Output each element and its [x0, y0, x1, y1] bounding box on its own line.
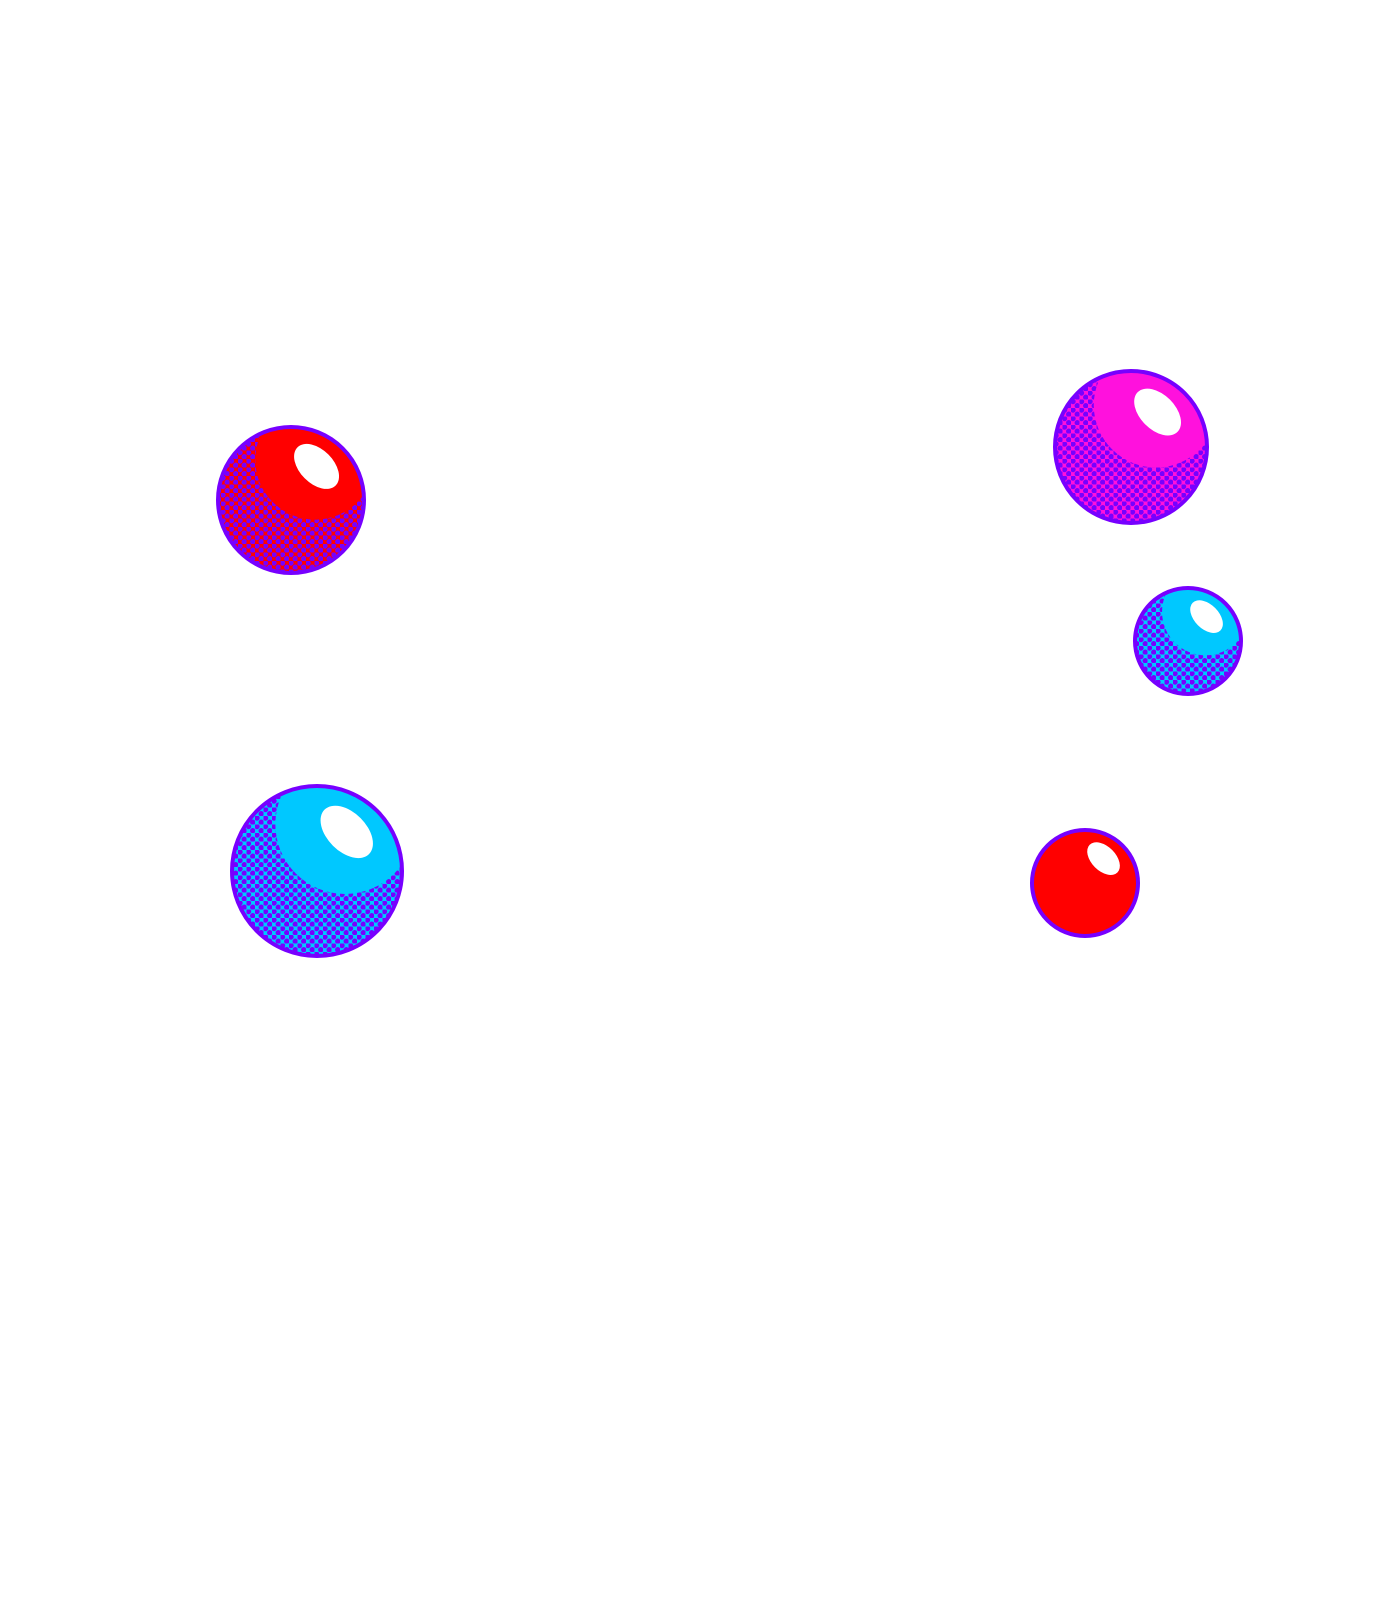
- halftone-shadow: [1135, 588, 1241, 694]
- bubble-outline: [1030, 828, 1140, 938]
- bubble-outline: [1133, 586, 1243, 696]
- bubble-cyan-large: [230, 784, 404, 958]
- halftone-shadow: [218, 427, 364, 573]
- halftone-shadow: [1055, 371, 1207, 523]
- bubble-magenta: [1053, 369, 1209, 525]
- highlight: [1134, 388, 1182, 436]
- highlight: [1190, 600, 1223, 633]
- bubble-outline: [230, 784, 404, 958]
- bubble-outline: [216, 425, 366, 575]
- bubble-outline: [1053, 369, 1209, 525]
- highlight: [294, 443, 340, 489]
- bubble-red-large: [216, 425, 366, 575]
- bubble-red-small: [1030, 828, 1140, 938]
- halftone-shadow: [232, 786, 402, 956]
- bubble-cyan-small: [1133, 586, 1243, 696]
- highlight: [320, 805, 373, 859]
- highlight: [1087, 842, 1120, 875]
